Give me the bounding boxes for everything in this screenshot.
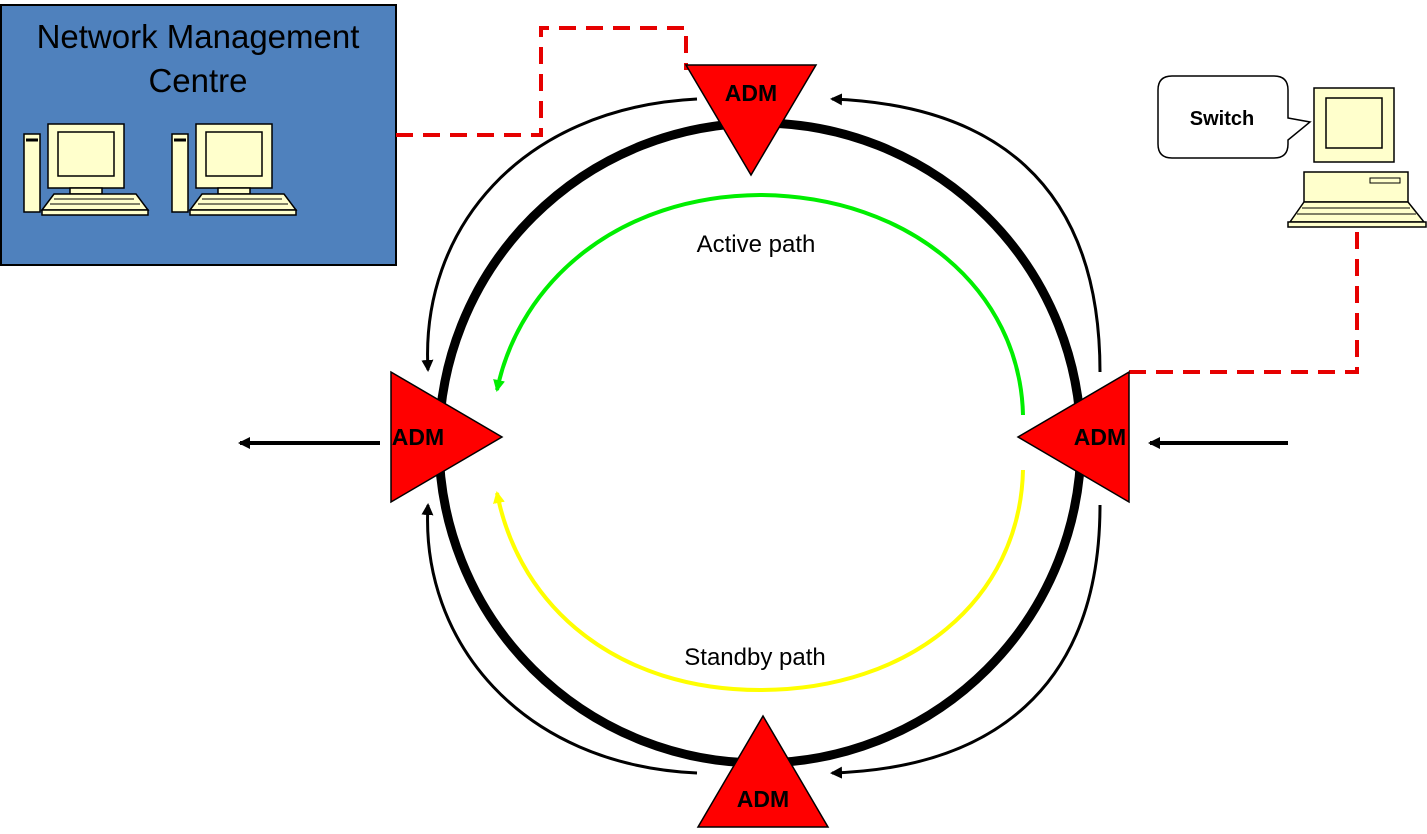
adm-node-left[interactable]: ADM bbox=[390, 370, 504, 504]
nmc-title-line2: Centre bbox=[148, 62, 247, 99]
adm-triangle bbox=[684, 64, 818, 177]
ring-flow-arrow bbox=[830, 93, 1102, 373]
desktop-computer-icon[interactable] bbox=[1287, 87, 1427, 228]
adm-label: ADM bbox=[392, 424, 444, 450]
adm-triangle bbox=[696, 714, 830, 828]
ring-flow-arrow bbox=[830, 504, 1102, 779]
adm-node-right[interactable]: ADM bbox=[1016, 370, 1130, 504]
adm-label: ADM bbox=[725, 80, 777, 106]
standby-path-arrow bbox=[493, 469, 1025, 693]
ring-flow-arrow bbox=[421, 97, 698, 372]
adm-label: ADM bbox=[737, 786, 789, 812]
adm-triangle bbox=[1016, 370, 1130, 504]
switch-label: Switch bbox=[1190, 108, 1254, 130]
active-path-label: Active path bbox=[697, 231, 816, 258]
adm-label: ADM bbox=[1074, 424, 1126, 450]
adm-triangle bbox=[390, 370, 504, 504]
standby-path-label: Standby path bbox=[684, 644, 825, 671]
active-path-arrow bbox=[493, 192, 1025, 416]
management-link-nmc bbox=[396, 26, 688, 137]
adm-node-top[interactable]: ADM bbox=[684, 64, 818, 177]
management-link-switch bbox=[1128, 232, 1359, 374]
nmc-title-line1: Network Management bbox=[37, 18, 360, 55]
switch-callout: Switch bbox=[1157, 75, 1312, 159]
adm-node-bottom[interactable]: ADM bbox=[696, 714, 830, 828]
network-management-centre: Network Management Centre bbox=[0, 4, 397, 266]
ring-flow-arrow bbox=[421, 503, 698, 775]
